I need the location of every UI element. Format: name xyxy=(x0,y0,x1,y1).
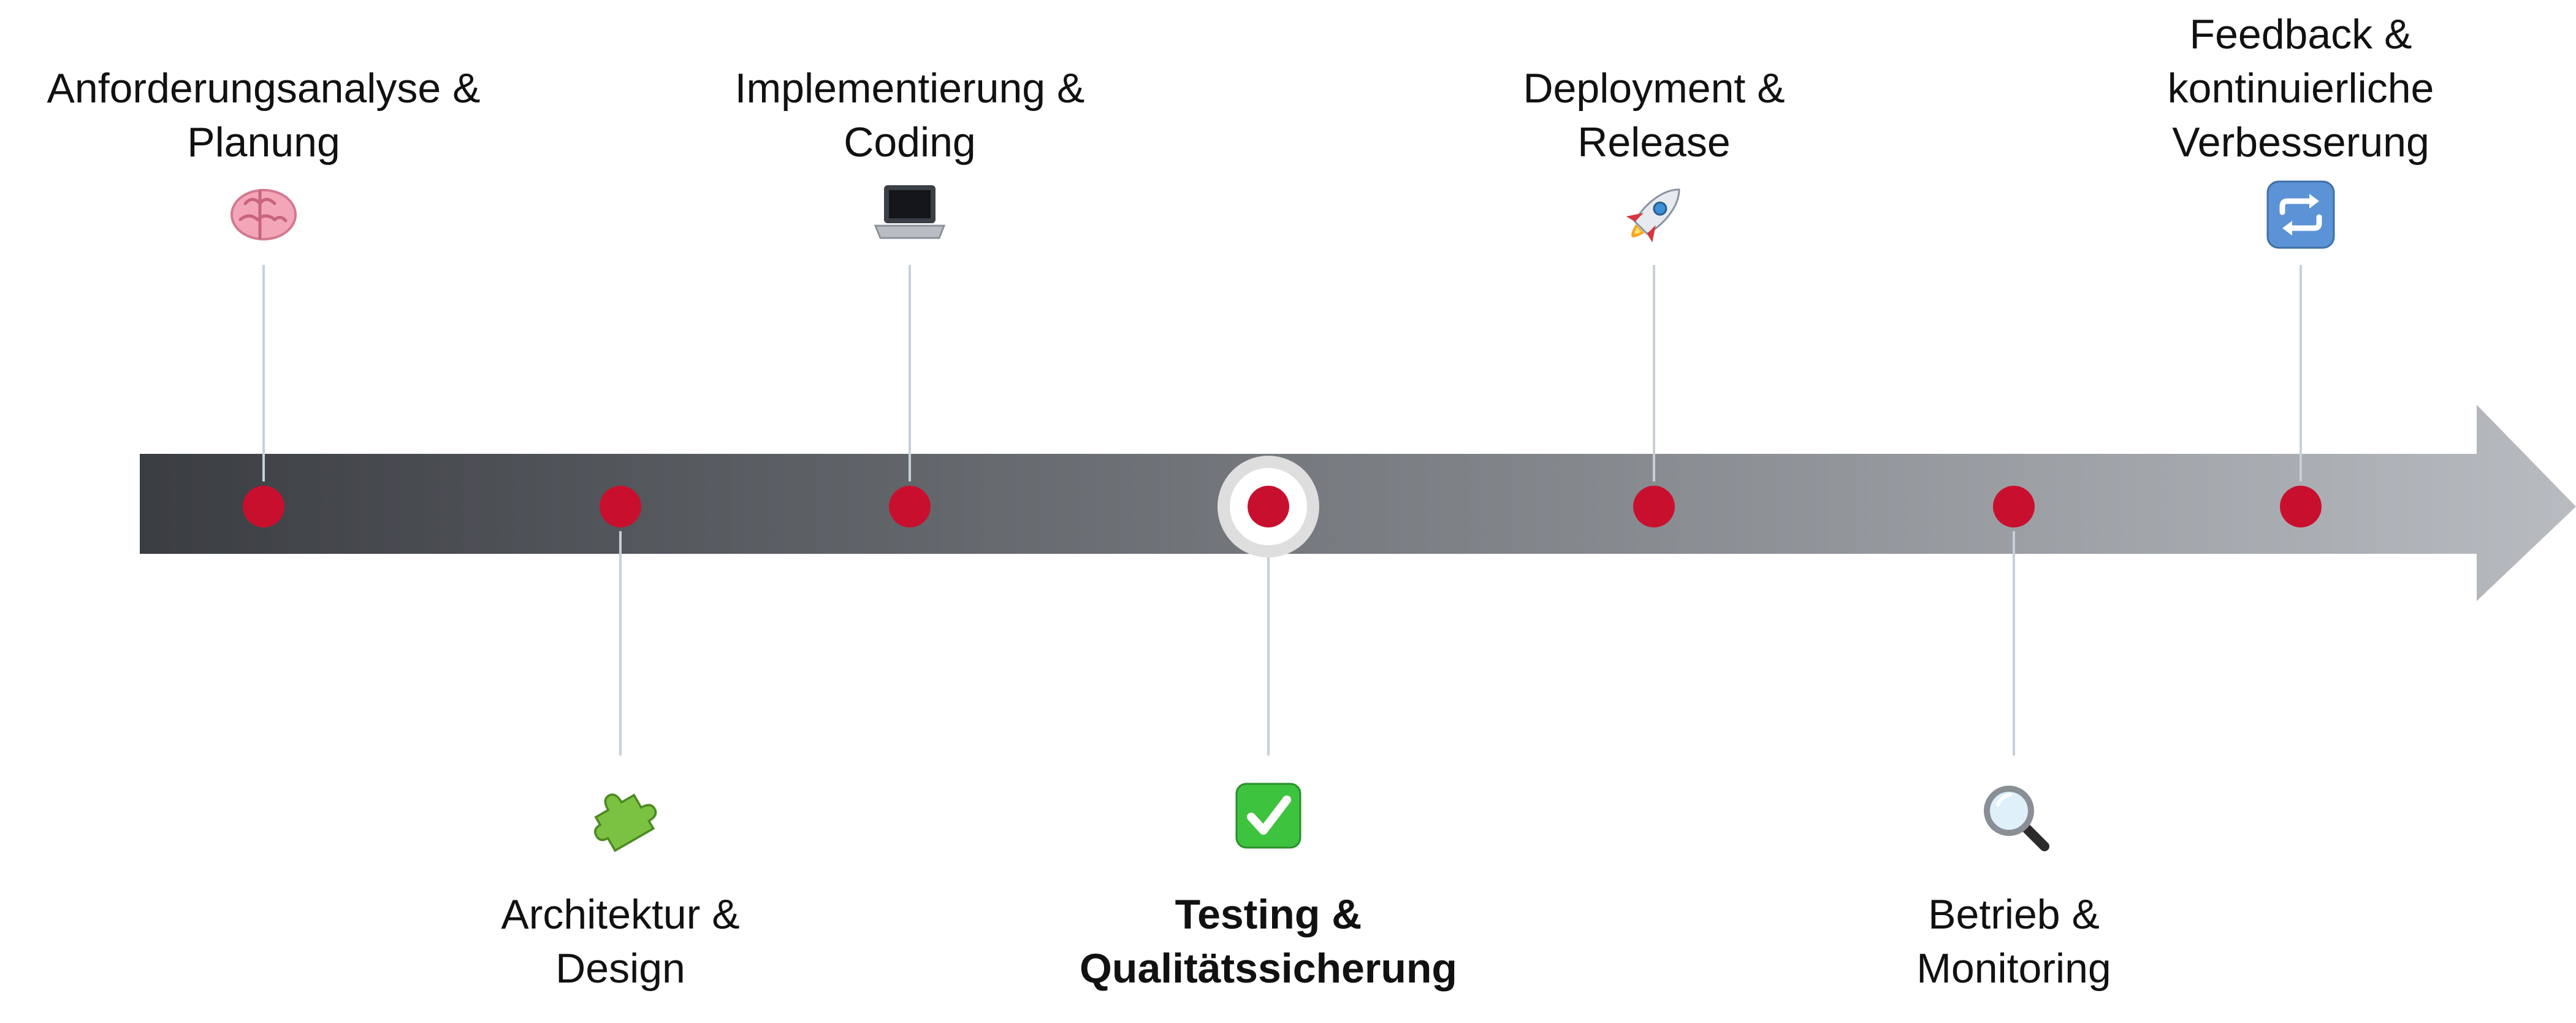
stage-label-line: Monitoring xyxy=(1916,945,2111,992)
magnifying-glass-icon xyxy=(1984,786,2049,851)
stage-label-line: Feedback & xyxy=(2189,11,2412,58)
stage-label-line: Betrieb & xyxy=(1928,891,2100,938)
stage-label-testing: Testing & Qualitätssicherung xyxy=(993,887,1544,995)
milestone-dot-implementierung xyxy=(889,486,931,527)
stage-label-implementierung: Implementierung & Coding xyxy=(634,61,1186,169)
stage-label-line: kontinuierliche xyxy=(2167,65,2434,112)
milestone-dot-deployment xyxy=(1633,486,1675,527)
stage-label-line: Deployment & xyxy=(1523,65,1785,112)
stage-label-line: Testing & xyxy=(1175,891,1362,938)
milestone-dot-betrieb xyxy=(1993,486,2035,527)
stage-label-line: Design xyxy=(555,945,685,992)
laptop-icon xyxy=(874,185,946,239)
stage-label-line: Implementierung & xyxy=(734,65,1085,112)
stage-label-line: Coding xyxy=(844,119,976,166)
stage-label-line: Planung xyxy=(187,119,340,166)
timeline-arrow xyxy=(140,405,2576,601)
repeat-arrows-icon xyxy=(2266,180,2335,249)
stage-label-line: Verbesserung xyxy=(2172,119,2429,166)
stage-label-betrieb: Betrieb & Monitoring xyxy=(1738,887,2290,995)
check-mark-button-icon xyxy=(1235,783,1301,849)
puzzle-piece-icon xyxy=(593,793,657,852)
stage-label-line: Anforderungsanalyse & xyxy=(47,65,481,112)
stage-label-line: Qualitätssicherung xyxy=(1080,945,1457,992)
milestone-dot-anforderungsanalyse xyxy=(243,486,284,527)
rocket-icon xyxy=(1626,188,1680,243)
stage-label-deployment: Deployment & Release xyxy=(1378,61,1930,169)
stage-label-anforderungsanalyse: Anforderungsanalyse & Planung xyxy=(0,61,539,169)
stage-label-line: Release xyxy=(1577,119,1731,166)
brain-icon xyxy=(231,189,297,240)
stage-label-architektur: Architektur & Design xyxy=(345,887,896,995)
milestone-dot-architektur xyxy=(600,486,641,527)
milestone-dot-feedback xyxy=(2280,486,2322,527)
milestone-dot-testing xyxy=(1248,486,1289,527)
stage-label-line: Architektur & xyxy=(501,891,740,938)
